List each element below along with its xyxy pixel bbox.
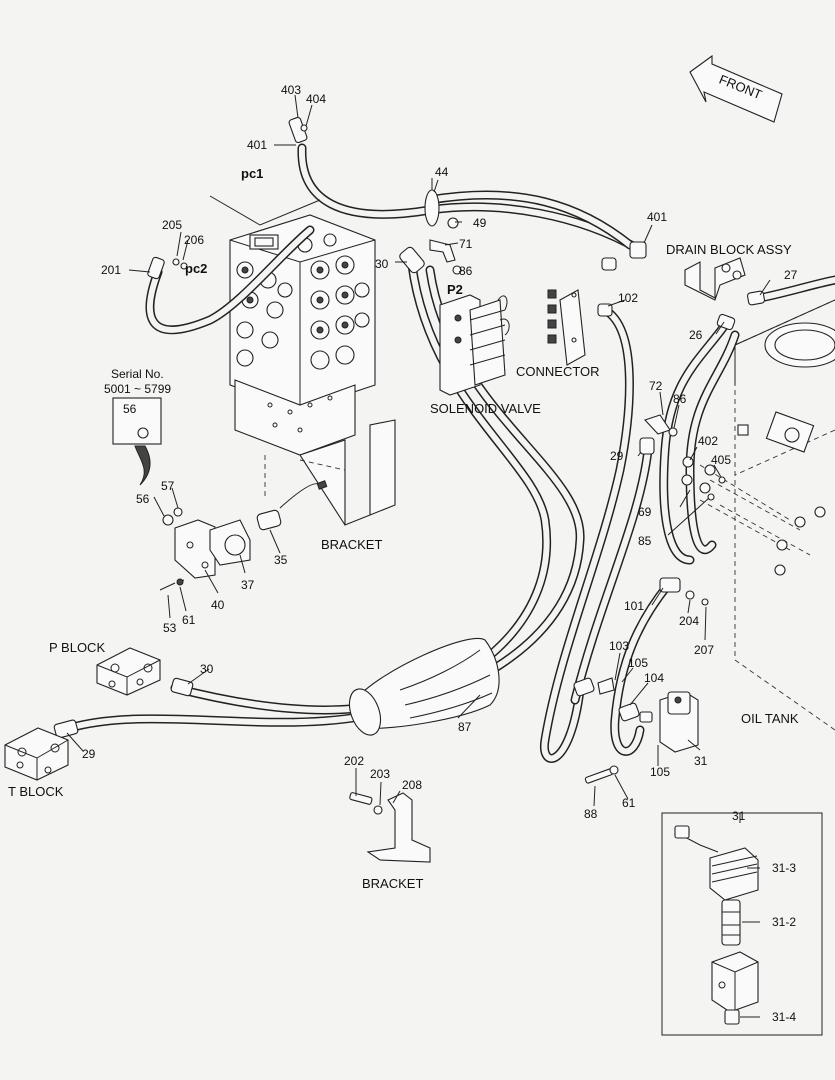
solenoid-valve: [439, 294, 510, 396]
callout-pc2: pc2: [185, 261, 207, 276]
callout-202: 202: [344, 754, 364, 768]
callout-69: 69: [638, 505, 652, 519]
connector-block: [547, 289, 586, 366]
callout-203: 203: [370, 767, 390, 781]
detail-callout-31-2: 31-2: [772, 915, 796, 929]
connector-label: CONNECTOR: [516, 364, 600, 379]
callout-72: 72: [649, 379, 663, 393]
front-arrow: FRONT: [689, 54, 783, 123]
callout-86-right: 86: [673, 392, 687, 406]
callout-29-right: 29: [610, 449, 624, 463]
callout-pc1: pc1: [241, 166, 263, 181]
callout-201: 201: [101, 263, 121, 277]
callout-86-top: 86: [459, 264, 473, 278]
callout-105-upper: 105: [628, 656, 648, 670]
callout-61-left: 61: [182, 613, 196, 627]
callout-49: 49: [473, 216, 487, 230]
callout-403: 403: [281, 83, 301, 97]
solenoid-valve-31: [639, 691, 699, 753]
callout-206: 206: [184, 233, 204, 247]
callout-71: 71: [459, 237, 473, 251]
callout-44: 44: [435, 165, 449, 179]
serial-number-box: [112, 397, 162, 486]
callout-p2: P2: [447, 282, 463, 297]
callout-31: 31: [694, 754, 708, 768]
oil-tank-label: OIL TANK: [741, 711, 799, 726]
callout-87: 87: [458, 720, 472, 734]
hose-lines: [65, 143, 835, 763]
callout-102: 102: [618, 291, 638, 305]
callout-53: 53: [163, 621, 177, 635]
t-block: [4, 727, 69, 781]
fittings: [53, 116, 726, 739]
callout-401-top: 401: [247, 138, 267, 152]
callout-208: 208: [402, 778, 422, 792]
protection-sleeve-87: [348, 638, 500, 736]
callout-57: 57: [161, 479, 175, 493]
serial-no-label: Serial No.: [111, 367, 164, 381]
bracket-label-lower: BRACKET: [362, 876, 423, 891]
callout-105-lower: 105: [650, 765, 670, 779]
callout-61-lower: 61: [622, 796, 636, 810]
callout-35: 35: [274, 553, 288, 567]
callout-404: 404: [306, 92, 326, 106]
callout-56: 56: [136, 492, 150, 506]
serial-range-label: 5001 ~ 5799: [104, 382, 171, 396]
callout-30-top: 30: [375, 257, 389, 271]
callout-37: 37: [241, 578, 255, 592]
detail-box-31: [661, 812, 823, 1036]
callout-40: 40: [211, 598, 225, 612]
p-block-label: P BLOCK: [49, 640, 105, 655]
drain-block-assy-label: DRAIN BLOCK ASSY: [666, 242, 792, 257]
drain-block-assy: [684, 257, 765, 331]
callout-207: 207: [694, 643, 714, 657]
callout-402: 402: [698, 434, 718, 448]
bracket-208: [349, 792, 431, 863]
callout-85: 85: [638, 534, 652, 548]
callout-401-right: 401: [647, 210, 667, 224]
detail-callout-31-4: 31-4: [772, 1010, 796, 1024]
hose-clamp-44: [424, 178, 440, 227]
callout-29-lower: 29: [82, 747, 96, 761]
callout-labels: 403 404 401 pc1 44 49 401 DRAIN BLOCK AS…: [8, 83, 798, 1024]
bolt-88: [584, 765, 619, 784]
callout-88: 88: [584, 807, 598, 821]
solenoid-valve-label: SOLENOID VALVE: [430, 401, 541, 416]
t-block-label: T BLOCK: [8, 784, 64, 799]
callout-30-lower: 30: [200, 662, 214, 676]
callout-103: 103: [609, 639, 629, 653]
callout-205: 205: [162, 218, 182, 232]
main-control-valve: [229, 214, 396, 526]
oil-tank: OIL TANK: [699, 299, 835, 731]
callout-204: 204: [679, 614, 699, 628]
leader-lines: [66, 94, 771, 1018]
callout-405: 405: [711, 453, 731, 467]
p-block: [96, 647, 161, 696]
bracket-label-upper: BRACKET: [321, 537, 382, 552]
callout-104: 104: [644, 671, 664, 685]
callout-27: 27: [784, 268, 798, 282]
detail-callout-31: 31: [732, 809, 746, 823]
callout-26: 26: [689, 328, 703, 342]
callout-56-box: 56: [123, 402, 137, 416]
bracket-solenoid-35: [159, 480, 328, 591]
detail-callout-31-3: 31-3: [772, 861, 796, 875]
callout-101: 101: [624, 599, 644, 613]
